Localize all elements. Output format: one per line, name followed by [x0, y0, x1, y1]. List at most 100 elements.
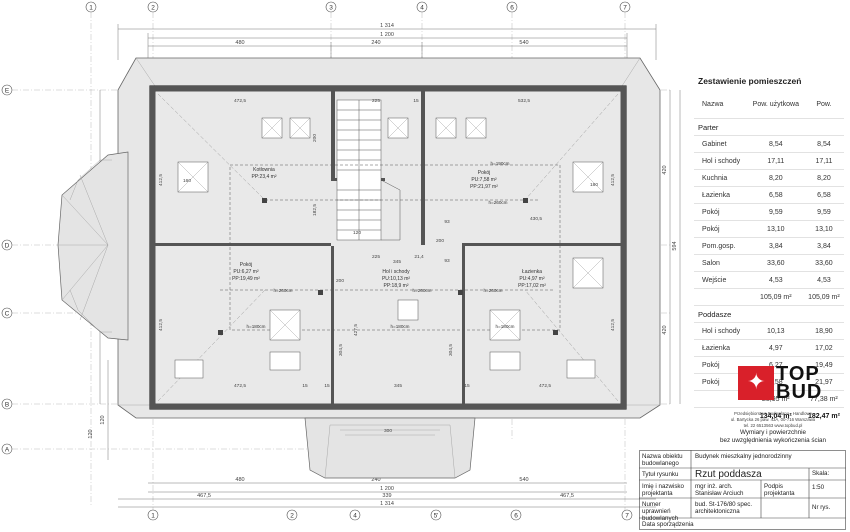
height-label: h=190cm: [490, 161, 509, 166]
room-area: 9,59: [803, 203, 844, 221]
room-name: Łazienka: [694, 186, 748, 204]
room-name: Kuchnia: [694, 169, 748, 187]
note-line-1: Wymiary i powierzchnie: [739, 429, 807, 436]
room-name: Gabinet: [694, 135, 748, 153]
dim-label: 430,5: [530, 216, 542, 222]
dimension-left-b: 120: [100, 415, 106, 424]
logo-text-top: TOP: [776, 363, 820, 385]
room-pu-pokoj-1: PU:7,58 m²: [471, 177, 497, 183]
room-name: Hol i schody: [694, 152, 748, 170]
dimension-bottom-2: 240: [371, 477, 380, 483]
height-label: h=180cm: [390, 324, 409, 329]
section-name: Poddasze: [694, 305, 844, 323]
room-name: Hol i schody: [694, 322, 748, 340]
axis-label-bottom-2: 2: [290, 513, 294, 520]
object-label: Nazwa obiektu budowlanego: [642, 453, 683, 467]
room-name: Salon: [694, 254, 748, 272]
axis-label-row-c: C: [5, 311, 10, 318]
structural-posts: [218, 198, 558, 335]
room-usable: 3,84: [747, 237, 804, 255]
dim-label: 345: [394, 383, 402, 389]
dim-label: 200: [436, 238, 444, 244]
dimension-bottom-left: 467,5: [197, 493, 211, 499]
license-label: Numer uprawnień budowlanych: [642, 501, 679, 522]
room-area: 8,54: [803, 135, 844, 153]
dimension-overall-top: 1 314: [380, 23, 394, 29]
room-pp-hol: PP:18,9 m²: [383, 283, 408, 289]
section-name: Parter: [694, 118, 844, 136]
axis-label-top-3: 3: [329, 5, 333, 12]
room-name-kotlownia: Kotłownia: [253, 167, 275, 173]
room-name-pokoj-1: Pokój: [478, 170, 491, 176]
grid-axis-top: [85, 1, 631, 13]
roof-hip-lines: [157, 93, 619, 402]
topbud-logo: ✦ TOP BUD: [738, 363, 844, 410]
room-area: 3,84: [803, 237, 844, 255]
room-name: Pokój: [694, 373, 748, 391]
dimension-right-2: 420: [662, 325, 668, 334]
dimension-bottom-3: 540: [519, 477, 528, 483]
dim-label: 225: [372, 254, 380, 260]
total-area: 182,47 m²: [807, 412, 840, 420]
axis-label-row-d: D: [5, 243, 10, 250]
room-area: 6,58: [803, 186, 844, 204]
title-block-grid: [639, 450, 846, 530]
dim-label: 93: [444, 219, 450, 225]
height-label: h=180cm: [246, 324, 265, 329]
staircase: [336, 99, 401, 241]
dim-label: 225: [372, 98, 380, 104]
room-area: 8,20: [803, 169, 844, 187]
summary-title: Zestawienie pomieszczeń: [698, 76, 802, 86]
room-pp-pokoj-1: PP:21,97 m²: [470, 184, 498, 190]
room-usable: 4,53: [747, 271, 804, 289]
dimension-lines-bottom: [118, 482, 656, 508]
dimension-bottom-inner: 1 200: [380, 486, 394, 492]
height-label: h=260cm: [273, 288, 292, 293]
room-pp-pokoj-2: PP:19,49 m²: [232, 276, 260, 282]
dim-label: 304,5: [448, 344, 454, 356]
room-name: Pom.gosp.: [694, 237, 748, 255]
room-pu-lazienka: PU:4,97 m²: [519, 276, 545, 282]
axis-label-top-4: 4: [420, 5, 424, 12]
summary-col-name: Nazwa: [694, 92, 748, 119]
dimension-bottom-1: 480: [235, 477, 244, 483]
dim-label: 160: [183, 178, 191, 184]
axis-label-top-6: 6: [510, 5, 514, 12]
designer-value: mgr inż. arch. Stanisław Arciuch: [695, 483, 744, 497]
axis-label-top-7: 7: [623, 5, 627, 12]
room-pu-hol: PU:10,13 m²: [382, 276, 410, 282]
subtotal-usable: 105,09 m²: [747, 288, 804, 306]
room-name-hol: Hol i schody: [382, 269, 410, 275]
room-name: Pokój: [694, 203, 748, 221]
roof-window-crosses: [177, 117, 604, 341]
subtotal-area: 77,38 m²: [803, 390, 844, 408]
room-area: 17,02: [803, 339, 844, 357]
summary-section-row: Poddasze: [694, 305, 844, 323]
axis-label-top-1: 1: [89, 5, 93, 12]
room-area: 19,49: [803, 356, 844, 374]
height-label: h=260cm: [488, 200, 507, 205]
room-pu-pokoj-2: PU:6,27 m²: [233, 269, 259, 275]
room-area: 4,53: [803, 271, 844, 289]
grid-axis-bottom: [147, 509, 633, 521]
height-label: h=260cm: [483, 288, 502, 293]
room-usable: 9,59: [747, 203, 804, 221]
dim-label: 200: [336, 278, 344, 284]
room-name: Łazienka: [694, 339, 748, 357]
roof-lines: [58, 57, 660, 479]
room-name: Pokój: [694, 220, 748, 238]
dimension-top-3: 540: [519, 40, 528, 46]
axis-label-bottom-4: 4: [353, 513, 357, 520]
axis-label-bottom-1: 1: [151, 513, 155, 520]
dim-label: 21,4: [414, 254, 424, 260]
drawing-no-label: Nr rys.: [812, 504, 831, 511]
dim-label: 182,5: [312, 204, 318, 216]
